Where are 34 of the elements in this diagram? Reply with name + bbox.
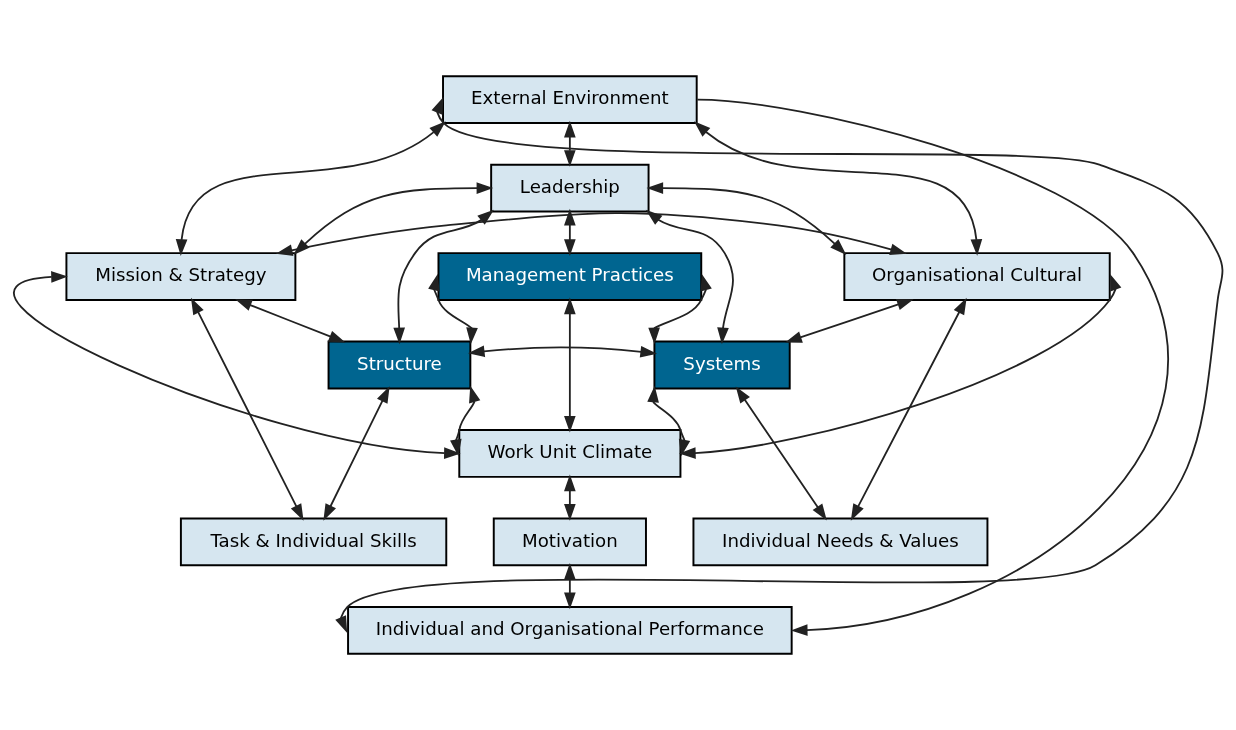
arrow [564,208,576,256]
node-box: Management Practices [437,252,703,301]
node-box: Work Unit Climate [458,429,682,478]
arrow [12,271,461,459]
node-box: Mission & Strategy [65,252,297,301]
node-box: Motivation [492,517,647,567]
arrow [696,98,1169,636]
node-box: External Environment [442,75,698,124]
arrow [785,298,914,343]
node-box: Systems [653,340,791,390]
node-box: Individual and Organisational Performance [347,606,793,655]
arrow [679,273,1122,459]
node-box: Individual Needs & Values [692,517,989,567]
arrow [694,121,983,256]
arrow [323,386,390,521]
node-box: Task & Individual Skills [179,517,448,567]
arrow [647,385,691,457]
arrow [564,474,576,521]
arrow [393,209,494,345]
arrow [428,273,478,345]
arrow [467,345,658,358]
arrow [235,299,346,343]
arrow [450,385,481,457]
arrow [564,120,576,167]
node-box: Organisational Cultural [843,252,1111,301]
arrow [735,386,827,521]
arrow [850,297,967,521]
arrow [190,297,304,521]
arrow [564,563,576,610]
arrow [564,297,576,433]
node-box: Structure [327,340,472,390]
node-box: Leadership [490,163,650,213]
arrow [335,97,1224,633]
arrow [648,273,712,345]
